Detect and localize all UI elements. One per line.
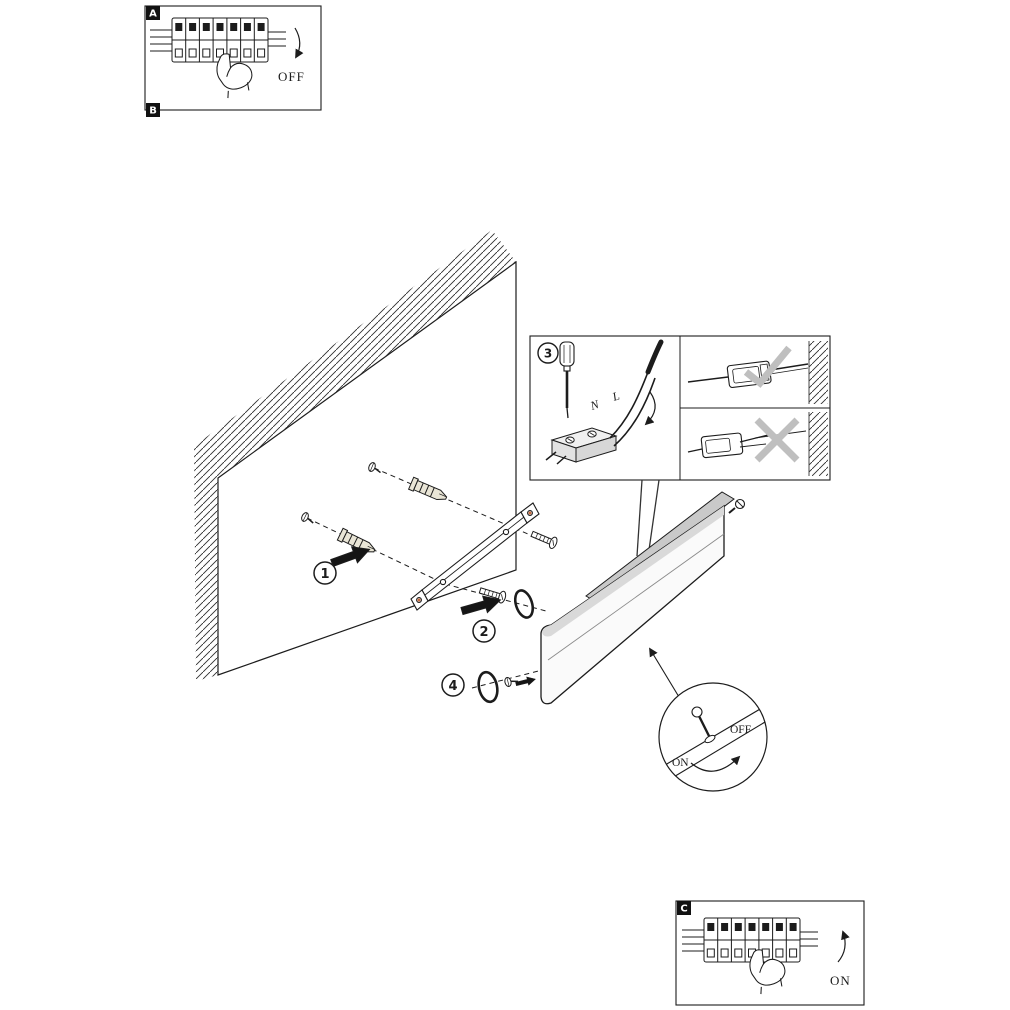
- panel-c-state-label: ON: [830, 973, 851, 988]
- cable-sheath: [645, 339, 664, 375]
- switch-toggle-stem: [697, 715, 712, 739]
- cable-leader: [636, 479, 660, 557]
- switch-toggle-base: [704, 734, 716, 744]
- wire-neutral: [609, 371, 649, 439]
- step3-number: 3: [544, 347, 552, 361]
- terminal-block: [545, 427, 618, 465]
- panel-b-label: B: [149, 106, 157, 117]
- panel-a: OFF A B: [144, 5, 322, 117]
- wall-hatch-top: [194, 230, 516, 478]
- step2-number: 2: [479, 625, 488, 640]
- wiring-detail-box: 3 N L: [529, 335, 831, 481]
- correct-wiring-cell: [687, 341, 828, 404]
- live-label: L: [610, 388, 622, 404]
- detail-pointer-arrow: [649, 647, 680, 698]
- o-ring-step4: [477, 670, 499, 704]
- mounting-hardware: 1 2 4: [299, 460, 560, 704]
- step4-arrow: [514, 674, 537, 689]
- step3-badge: 3: [537, 342, 559, 364]
- accent-dot: [417, 598, 421, 602]
- alignment-dash-upper: [373, 467, 557, 547]
- lamp-top-shade: [542, 506, 724, 637]
- step4-badge: 4: [441, 673, 465, 697]
- step1-number: 1: [320, 567, 329, 582]
- flip-down-arrow: [294, 27, 304, 59]
- wall: [194, 230, 517, 681]
- wall-hatch-left: [194, 446, 218, 681]
- lamp-crease: [547, 533, 725, 661]
- step1-badge: 1: [313, 561, 337, 585]
- junction-box-incorrect: [700, 432, 744, 459]
- switch-detail: OFF ON: [649, 647, 768, 792]
- step4-number: 4: [448, 679, 457, 694]
- panel-c: ON C: [675, 900, 865, 1006]
- switch-rotate-arrow: [690, 755, 741, 772]
- switch-on-label: ON: [672, 757, 689, 769]
- panel-a-state-label: OFF: [278, 69, 305, 84]
- wall-lamp: [540, 491, 746, 705]
- switch-off-label: OFF: [730, 724, 751, 736]
- mounting-bracket: [410, 502, 540, 611]
- panel-c-label: C: [680, 904, 687, 915]
- rotate-arrow: [644, 391, 656, 426]
- accent-dot: [528, 511, 532, 515]
- screwdriver-icon: [559, 341, 575, 419]
- bracket-screw-right: [529, 527, 560, 551]
- wire-live: [613, 377, 656, 447]
- alignment-dash-lower: [306, 517, 446, 585]
- panel-a-label: A: [149, 9, 157, 20]
- step2-badge: 2: [472, 619, 496, 643]
- check-mark-icon: [743, 345, 792, 388]
- flip-up-arrow: [837, 930, 850, 963]
- alignment-dash-step4: [471, 667, 551, 689]
- incorrect-wiring-cell: [687, 412, 828, 476]
- lamp-body: [540, 504, 725, 705]
- switch-toggle-knob: [691, 706, 703, 718]
- o-ring-step2: [513, 589, 535, 619]
- x-mark-icon: [754, 417, 800, 463]
